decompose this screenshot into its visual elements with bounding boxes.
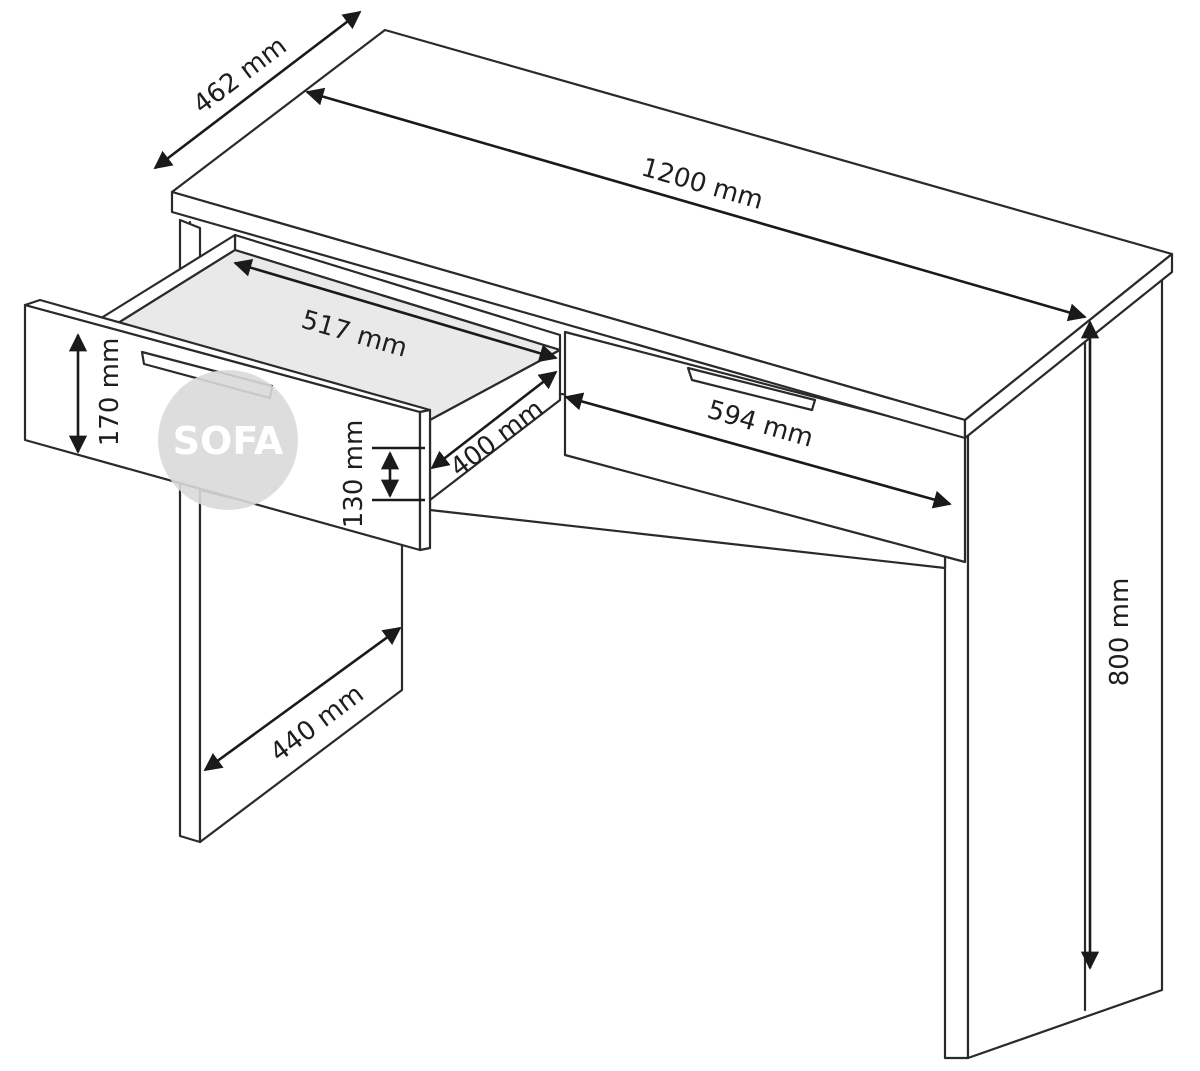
dim-line-depth [153,10,362,170]
left-leg-side [198,488,404,844]
label-drawer-inner-height: 130 mm [339,420,369,529]
watermark-text: SOFA [173,419,284,463]
label-height: 800 mm [1105,578,1135,687]
desktop-side-edge [963,252,1174,440]
label-drawer-front-height: 170 mm [95,338,125,447]
dim-line-leg-depth [203,626,402,772]
open-drawer-front-thickness [418,408,432,552]
dim-line-drawer-inner-width [233,258,558,363]
dim-line-drawer-front-width [564,392,952,509]
dim-line-drawer-depth [430,370,558,470]
sofa-watermark-logo: SOFA [158,370,298,510]
dim-line-width [305,87,1087,322]
